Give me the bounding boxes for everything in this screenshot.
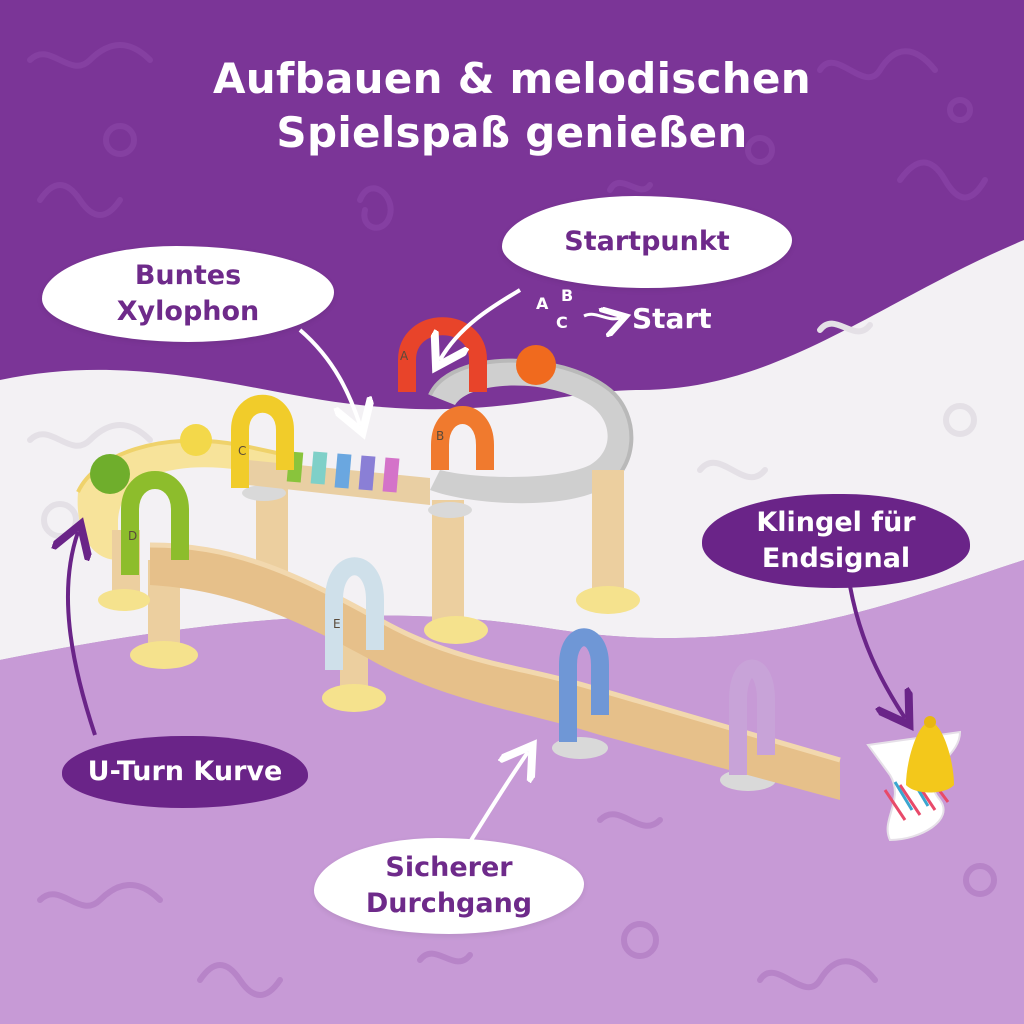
headline-line-1: Aufbauen & melodischen — [213, 54, 811, 103]
callout-startpunkt-label: Startpunkt — [564, 226, 730, 257]
callout-xylophon-line-2: Xylophon — [116, 296, 260, 327]
callout-xylophon-line-1: Buntes — [134, 260, 242, 291]
start-seq-a: A — [536, 294, 549, 313]
callout-durchgang-line-1: Sicherer — [385, 852, 513, 883]
callout-durchgang-line-2: Durchgang — [365, 888, 533, 919]
callout-klingel: Klingel für Endsignal — [702, 494, 970, 588]
callout-startpunkt: Startpunkt — [502, 196, 792, 288]
svg-text:D: D — [128, 529, 137, 543]
headline: Aufbauen & melodischen Spielspaß genieße… — [0, 52, 1024, 160]
callout-durchgang: Sicherer Durchgang — [314, 838, 584, 934]
svg-text:E: E — [333, 617, 341, 631]
wooden-ramp — [150, 545, 840, 800]
balls — [90, 345, 556, 494]
callout-uturn: U-Turn Kurve — [62, 736, 308, 808]
callout-klingel-line-2: Endsignal — [761, 543, 911, 574]
svg-text:B: B — [436, 429, 444, 443]
start-seq-b: B — [561, 286, 574, 305]
arches — [121, 317, 775, 775]
bell — [866, 716, 962, 842]
pillar-feet — [98, 574, 640, 712]
svg-text:A: A — [400, 349, 409, 363]
start-seq-c: C — [556, 313, 568, 332]
callout-klingel-line-1: Klingel für — [756, 507, 916, 538]
headline-line-2: Spielspaß genießen — [276, 108, 748, 157]
start-label: Start — [632, 302, 712, 335]
svg-text:C: C — [238, 444, 246, 458]
spiral-track — [430, 360, 632, 504]
callout-uturn-label: U-Turn Kurve — [87, 756, 283, 787]
callout-xylophon: Buntes Xylophon — [42, 246, 334, 342]
